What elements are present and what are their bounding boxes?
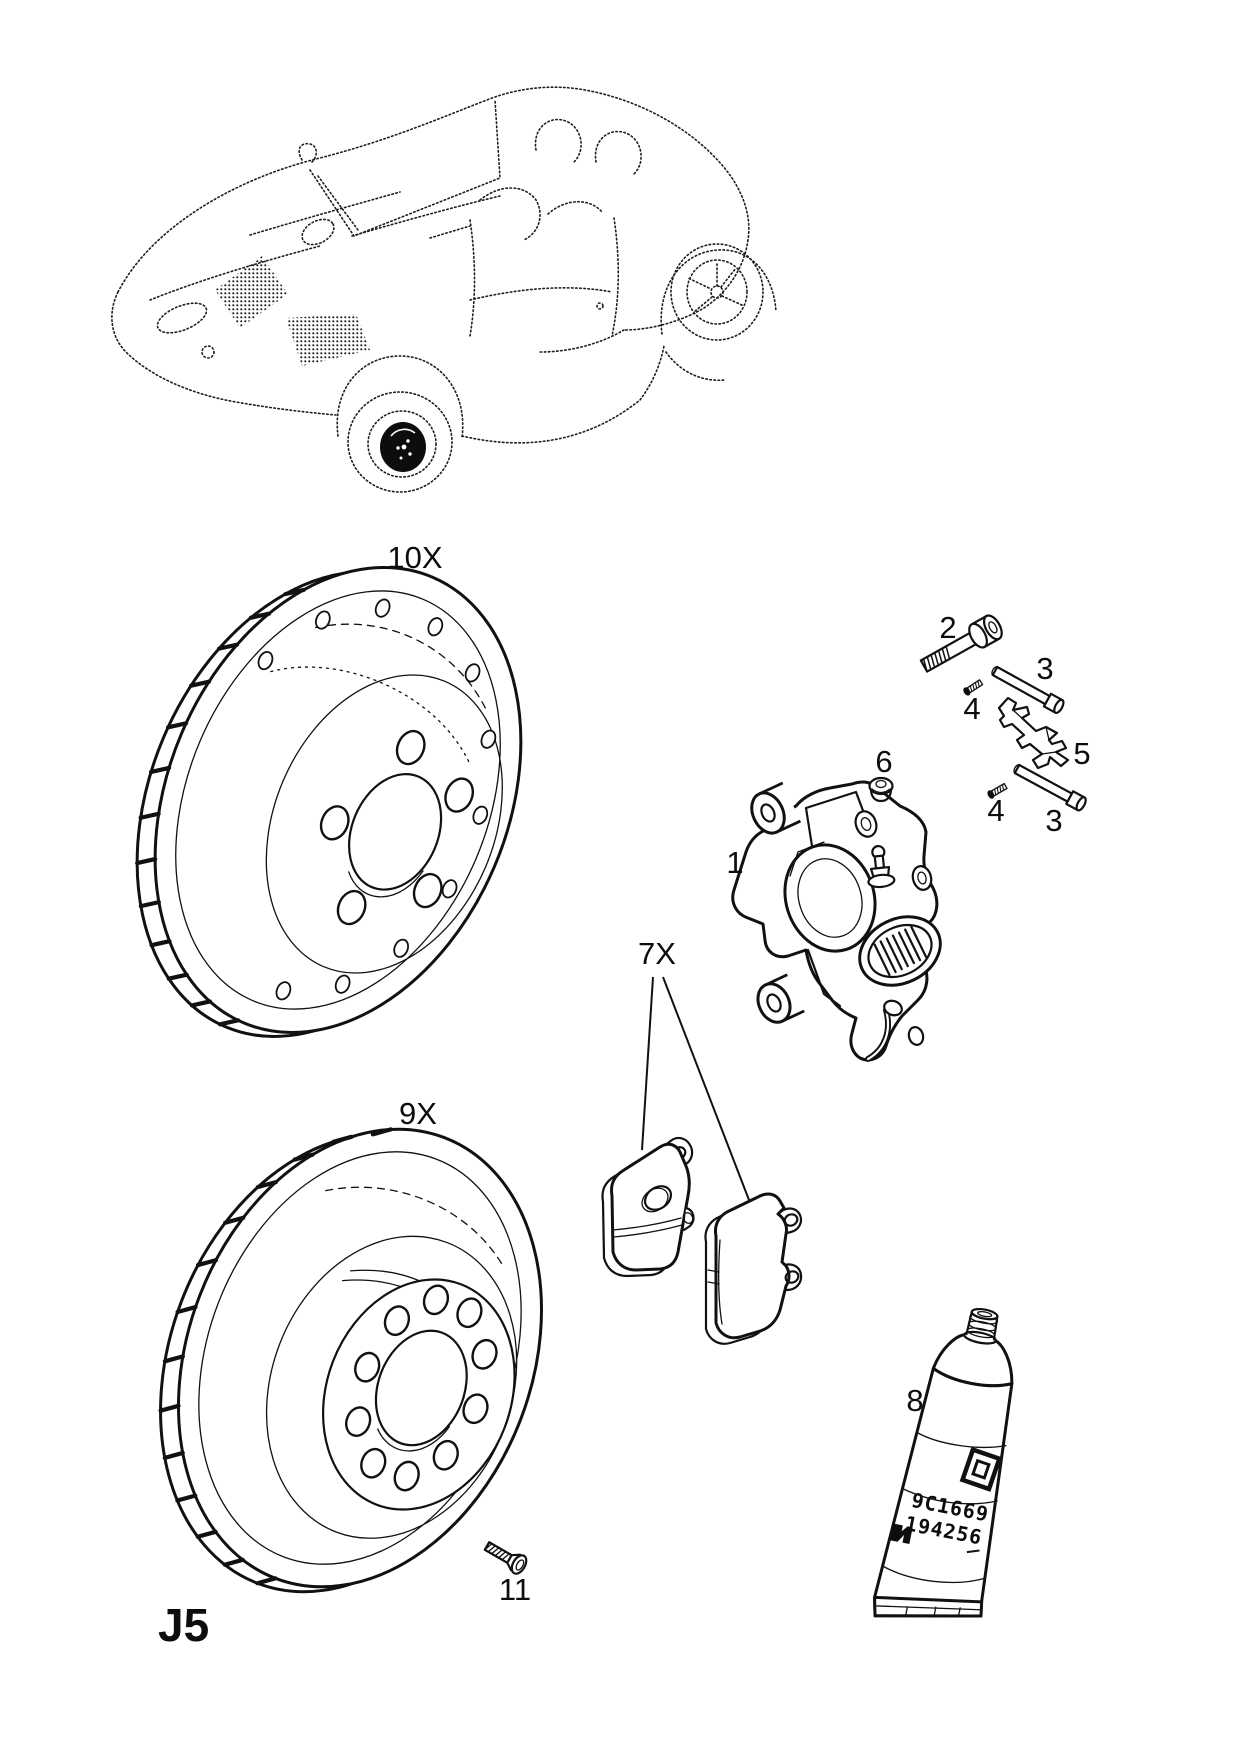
pad-leader-lines <box>641 976 750 1201</box>
disc-9x-holes-and-vents <box>158 1127 498 1586</box>
callout-disc-10x: 10X <box>387 540 442 575</box>
bleed-screw-cap-6 <box>868 776 894 803</box>
set-screw-4-lower <box>987 782 1008 799</box>
callout-screw-11: 11 <box>499 1572 531 1607</box>
brake-disc-10x <box>135 566 523 1038</box>
callout-screw-4-upper: 4 <box>963 691 980 726</box>
brake-disc-9x <box>158 1127 543 1594</box>
callout-spring-5: 5 <box>1073 736 1090 771</box>
wheel-brake-disc-highlight <box>380 422 426 472</box>
brand-logo-icon <box>959 1446 1003 1492</box>
callout-disc-9x: 9X <box>399 1096 437 1131</box>
anti-rattle-spring-5 <box>997 696 1070 770</box>
rear-wheel <box>670 243 764 341</box>
callout-caliper-1: 1 <box>726 845 743 880</box>
disc-screw-11 <box>483 1541 528 1575</box>
piston-dust-boot <box>858 915 942 987</box>
vehicle-sketch <box>111 86 777 493</box>
callout-tube-8: 8 <box>906 1383 923 1418</box>
callout-pin-3-lower: 3 <box>1045 803 1062 838</box>
outer-brake-pad <box>601 1136 695 1278</box>
callout-bolt-2: 2 <box>939 610 956 645</box>
brake-pads-7x <box>601 976 803 1345</box>
caliper-mount-lug-lower <box>756 973 805 1024</box>
page-code: J5 <box>158 1599 209 1651</box>
callout-cap-6: 6 <box>875 744 892 779</box>
guide-bolt-2 <box>919 614 1003 673</box>
front-wheel <box>347 391 453 493</box>
pad-pin-3-lower <box>1013 763 1087 812</box>
hood-hatch-patches <box>215 256 370 366</box>
pad-pin-3-upper <box>991 665 1065 715</box>
set-screw-4-upper <box>963 679 984 696</box>
tube-print-mark <box>889 1523 913 1545</box>
disc-10x-holes-and-vents <box>135 587 497 1027</box>
bleed-nipple <box>867 844 896 889</box>
brake-caliper-1 <box>731 780 942 1062</box>
grease-tube-8: 9C1669 194256 <box>873 1307 1014 1618</box>
callout-pads-7x: 7X <box>638 936 676 971</box>
inner-brake-pad <box>704 1192 803 1345</box>
callout-screw-4-lower: 4 <box>987 793 1004 828</box>
caliper-mount-lug-upper <box>750 781 802 835</box>
callout-pin-3-upper: 3 <box>1036 651 1053 686</box>
